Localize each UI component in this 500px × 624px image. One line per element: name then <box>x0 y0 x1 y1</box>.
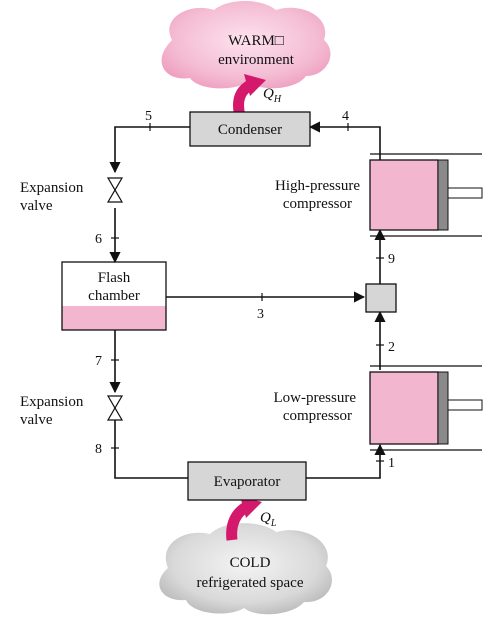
state-1: 1 <box>388 456 395 471</box>
flash-chamber: Flash chamber <box>61 261 167 331</box>
hp-compressor-label-line1: High-pressure <box>275 178 360 194</box>
state-7: 7 <box>95 354 102 369</box>
state-ticks <box>111 123 384 462</box>
state-8: 8 <box>95 442 102 457</box>
expansion-valve-top <box>106 177 124 203</box>
lp-compressor-label-line1: Low-pressure <box>274 390 357 406</box>
low-pressure-compressor <box>369 365 483 451</box>
piping <box>109 121 386 479</box>
warm-environment-cloud: WARM□ environment <box>161 1 331 89</box>
state-3: 3 <box>257 307 264 322</box>
condenser-box: Condenser <box>189 111 311 147</box>
expansion-valve-top-label-line2: valve <box>20 198 53 214</box>
cold-space-cloud: COLD refrigerated space <box>159 523 332 615</box>
expansion-valve-bottom <box>106 395 124 421</box>
high-pressure-compressor <box>369 153 483 237</box>
cold-label-line1: COLD <box>230 555 271 571</box>
expansion-valve-bottom-label-line1: Expansion <box>20 394 84 410</box>
state-4: 4 <box>342 109 349 124</box>
ql-label: QL <box>260 510 277 529</box>
warm-label-line1: WARM□ <box>228 33 284 49</box>
lp-compressor-label-line2: compressor <box>283 408 352 424</box>
expansion-valve-bottom-label-line2: valve <box>20 412 53 428</box>
qh-label: QH <box>263 86 282 105</box>
warm-label-line2: environment <box>218 52 295 68</box>
state-9: 9 <box>388 252 395 267</box>
condenser-label: Condenser <box>218 122 282 138</box>
cold-label-line2: refrigerated space <box>196 575 303 591</box>
expansion-valve-top-label-line1: Expansion <box>20 180 84 196</box>
flash-label-line1: Flash <box>98 270 131 286</box>
hp-compressor-label-line2: compressor <box>283 196 352 212</box>
state-6: 6 <box>95 232 102 247</box>
state-2: 2 <box>388 340 395 355</box>
evaporator-box: Evaporator <box>187 461 307 501</box>
heat-in-arrow <box>226 496 262 541</box>
evaporator-label: Evaporator <box>214 474 281 490</box>
mixing-chamber <box>365 283 397 313</box>
flash-label-line2: chamber <box>88 288 140 304</box>
state-5: 5 <box>145 109 152 124</box>
